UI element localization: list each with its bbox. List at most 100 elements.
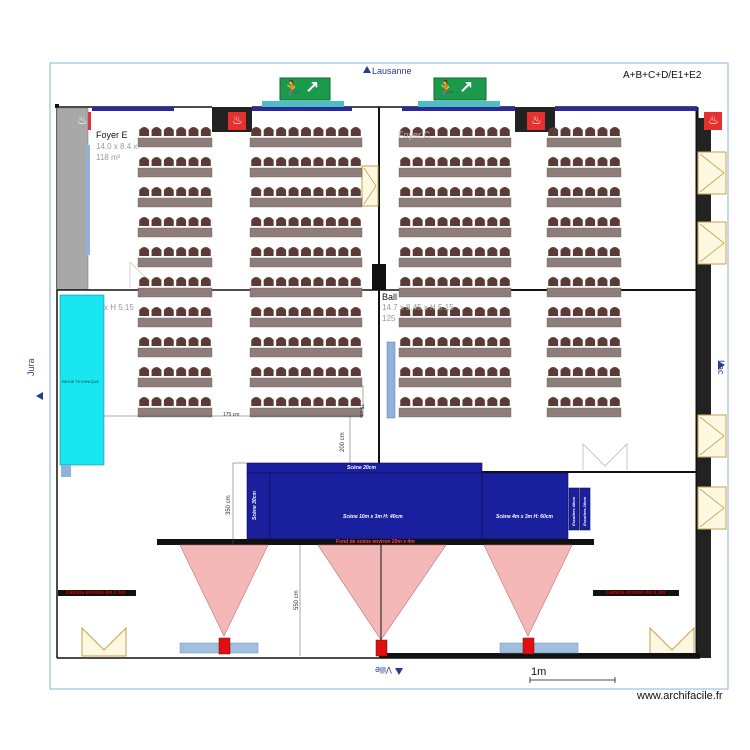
chair bbox=[188, 157, 199, 166]
chair bbox=[585, 127, 596, 136]
chair bbox=[301, 307, 311, 316]
chair bbox=[288, 337, 299, 346]
chair bbox=[474, 247, 485, 256]
fire-extinguisher-icon: ♨ bbox=[708, 113, 719, 127]
east-arrow-icon bbox=[718, 361, 725, 369]
exit-arrow-icon: ↗ bbox=[459, 78, 474, 97]
chair bbox=[609, 337, 620, 346]
chair bbox=[425, 217, 436, 226]
chair bbox=[350, 397, 361, 406]
chair bbox=[301, 367, 311, 376]
chair bbox=[400, 397, 411, 406]
chair bbox=[572, 397, 583, 406]
chair bbox=[425, 277, 436, 286]
chair bbox=[301, 277, 311, 286]
chair bbox=[487, 397, 498, 406]
chair bbox=[151, 217, 162, 226]
chair bbox=[338, 247, 349, 256]
page-frame bbox=[49, 62, 729, 690]
room-dims-ballroom: 14.7 x 8.45 x H 5.15 bbox=[382, 303, 454, 312]
chair bbox=[350, 337, 361, 346]
right-doors bbox=[697, 151, 727, 530]
chair bbox=[437, 337, 448, 346]
chair bbox=[585, 277, 596, 286]
chair bbox=[487, 217, 498, 226]
chair bbox=[200, 397, 211, 406]
chair bbox=[313, 157, 324, 166]
camera-right-label: Caméra environ 4m x 3m bbox=[606, 590, 666, 596]
dim-75: 75 cm bbox=[358, 404, 364, 418]
chair bbox=[609, 277, 620, 286]
table bbox=[398, 167, 512, 178]
chair bbox=[200, 187, 211, 196]
table bbox=[137, 287, 213, 298]
chair bbox=[400, 307, 411, 316]
chair bbox=[425, 337, 436, 346]
chair bbox=[350, 187, 361, 196]
chair bbox=[139, 337, 150, 346]
table bbox=[398, 407, 512, 418]
exit-sign-right bbox=[418, 77, 500, 107]
chair bbox=[251, 157, 262, 166]
chair bbox=[450, 397, 460, 406]
chair bbox=[474, 217, 485, 226]
door-strip bbox=[86, 145, 90, 255]
chair bbox=[400, 277, 411, 286]
chair bbox=[325, 247, 336, 256]
chair bbox=[548, 337, 559, 346]
chair bbox=[597, 127, 608, 136]
table bbox=[137, 257, 213, 268]
chair bbox=[163, 367, 174, 376]
table bbox=[249, 227, 363, 238]
chair bbox=[276, 217, 287, 226]
chair bbox=[437, 307, 448, 316]
chair bbox=[400, 247, 411, 256]
compass-arrows bbox=[36, 66, 725, 675]
chair bbox=[499, 277, 510, 286]
chair bbox=[139, 187, 150, 196]
table bbox=[249, 287, 363, 298]
chair bbox=[338, 217, 349, 226]
chair bbox=[437, 187, 448, 196]
chair bbox=[487, 277, 498, 286]
table bbox=[249, 347, 363, 358]
table bbox=[249, 317, 363, 328]
chair bbox=[263, 397, 274, 406]
chair bbox=[437, 127, 448, 136]
exit-running-man-icon: 🏃 bbox=[436, 81, 456, 98]
chair bbox=[200, 307, 211, 316]
chair bbox=[400, 337, 411, 346]
chair bbox=[176, 337, 187, 346]
chair bbox=[609, 397, 620, 406]
chair bbox=[176, 247, 187, 256]
chair bbox=[597, 307, 608, 316]
chair bbox=[412, 277, 423, 286]
backdrop-label: Fond de scène environ 20m x 4m bbox=[336, 539, 415, 545]
chair bbox=[263, 157, 274, 166]
chair bbox=[450, 277, 460, 286]
chair bbox=[437, 157, 448, 166]
chair bbox=[263, 337, 274, 346]
chair bbox=[548, 307, 559, 316]
chair bbox=[548, 187, 559, 196]
chair bbox=[450, 337, 460, 346]
chair bbox=[350, 217, 361, 226]
chair bbox=[313, 247, 324, 256]
seating-rows bbox=[137, 127, 622, 418]
side-panel bbox=[386, 341, 396, 419]
chair bbox=[585, 337, 596, 346]
chair bbox=[288, 217, 299, 226]
south-arrow-icon bbox=[395, 668, 403, 675]
chair bbox=[474, 187, 485, 196]
chair bbox=[151, 337, 162, 346]
stage-top-label: Scène 20cm bbox=[347, 465, 376, 471]
chair bbox=[474, 367, 485, 376]
table bbox=[249, 407, 363, 418]
backdrop-bar bbox=[157, 539, 594, 545]
chair bbox=[437, 277, 448, 286]
chair bbox=[560, 337, 571, 346]
chair bbox=[188, 217, 199, 226]
chair bbox=[251, 187, 262, 196]
windows-top bbox=[92, 107, 697, 111]
